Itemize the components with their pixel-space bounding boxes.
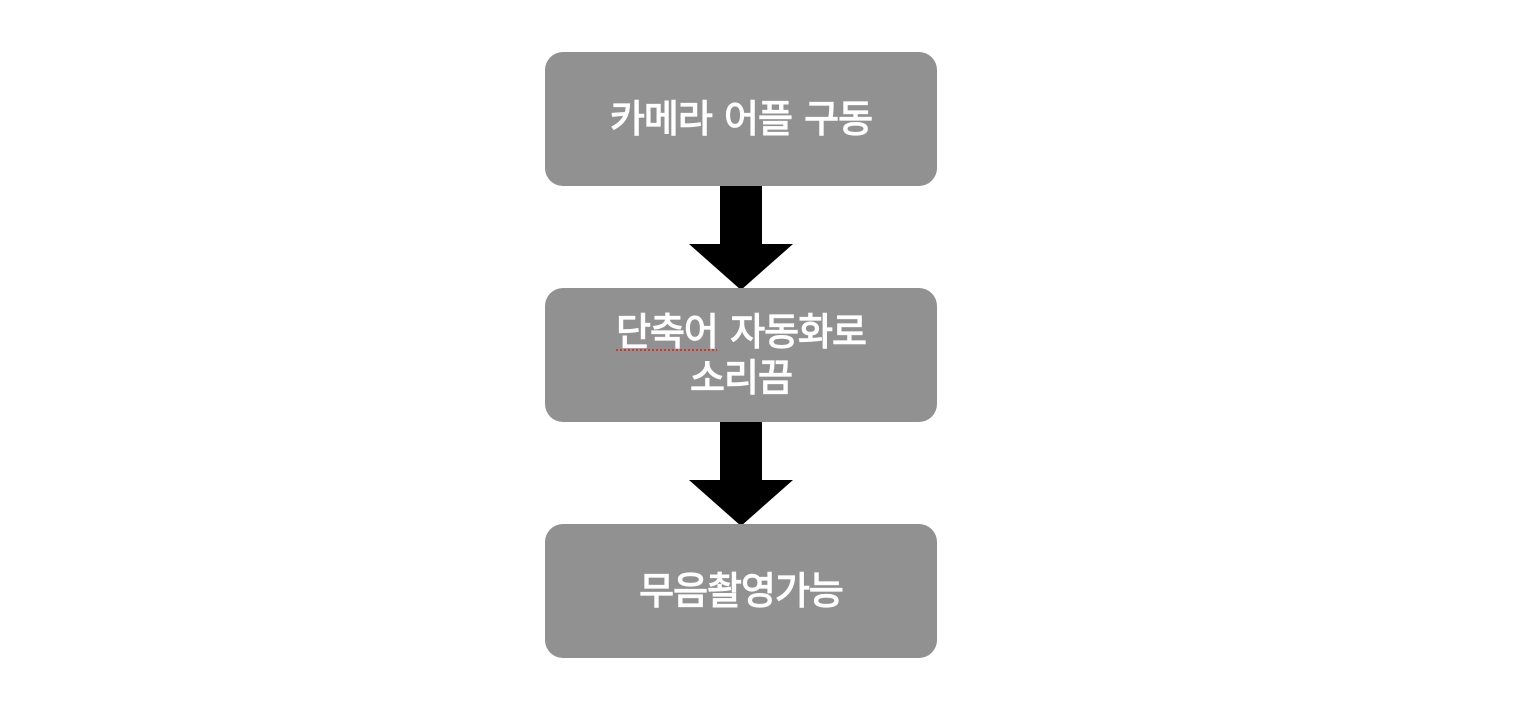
flow-step-mute-via-shortcut: 단축어 자동화로 소리끔 [545, 288, 937, 422]
flow-step-label: 무음촬영가능 [639, 569, 844, 613]
flow-step-label-line-2: 소리끔 [690, 356, 793, 400]
flow-step-label-line-1-rest: 자동화로 [717, 310, 867, 354]
flow-step-launch-camera-app: 카메라 어플 구동 [545, 52, 937, 186]
spellcheck-underlined-word: 단축어 [616, 310, 719, 354]
flow-step-label-line-1: 단축어 자동화로 [616, 309, 867, 355]
down-arrow-shape [689, 422, 793, 526]
flow-step-silent-capture: 무음촬영가능 [545, 524, 937, 658]
down-arrow-icon [689, 186, 793, 290]
flow-step-label: 카메라 어플 구동 [609, 97, 873, 141]
down-arrow-shape [689, 186, 793, 290]
down-arrow-icon [689, 422, 793, 526]
